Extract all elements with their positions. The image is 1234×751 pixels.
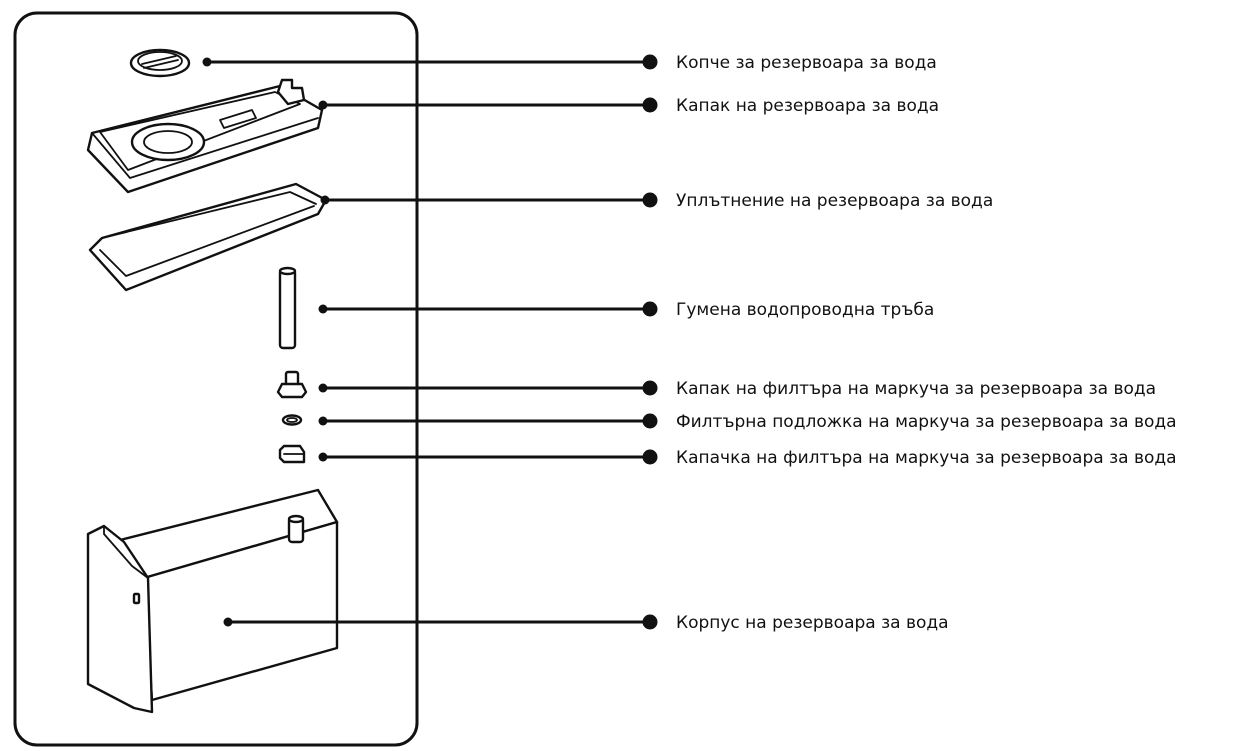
leader-line-knob (202, 54, 658, 70)
leader-line-tank-body (223, 614, 658, 630)
hose-filter-cap-part (278, 444, 306, 464)
knob-part (129, 48, 191, 78)
leader-line-hose-filter-cover (318, 380, 658, 396)
label-seal: Уплътнение на резервоара за вода (676, 191, 993, 211)
seal-part (88, 182, 328, 292)
lid-part (86, 78, 324, 194)
label-hose-filter-cap: Капачка на филтъра на маркуча за резерво… (676, 448, 1177, 468)
label-hose-filter-cover: Капак на филтъра на маркуча за резервоар… (676, 379, 1156, 399)
rubber-pipe-part (278, 266, 297, 350)
label-knob: Копче за резервоара за вода (676, 53, 937, 73)
leader-line-hose-filter-pad (318, 413, 658, 429)
diagram-frame (13, 11, 419, 747)
leader-line-rubber-pipe (318, 301, 658, 317)
leader-line-seal (320, 192, 658, 208)
leader-line-lid (318, 97, 658, 113)
hose-filter-pad-part (281, 414, 303, 426)
label-rubber-pipe: Гумена водопроводна тръба (676, 300, 934, 320)
tank-body-part (86, 488, 339, 714)
label-hose-filter-pad: Филтърна подложка на маркуча за резервоа… (676, 412, 1177, 432)
label-lid: Капак на резервоара за вода (676, 96, 939, 116)
leader-line-hose-filter-cap (318, 449, 658, 465)
hose-filter-cover-part (276, 370, 308, 399)
label-tank-body: Корпус на резервоара за вода (676, 613, 949, 633)
